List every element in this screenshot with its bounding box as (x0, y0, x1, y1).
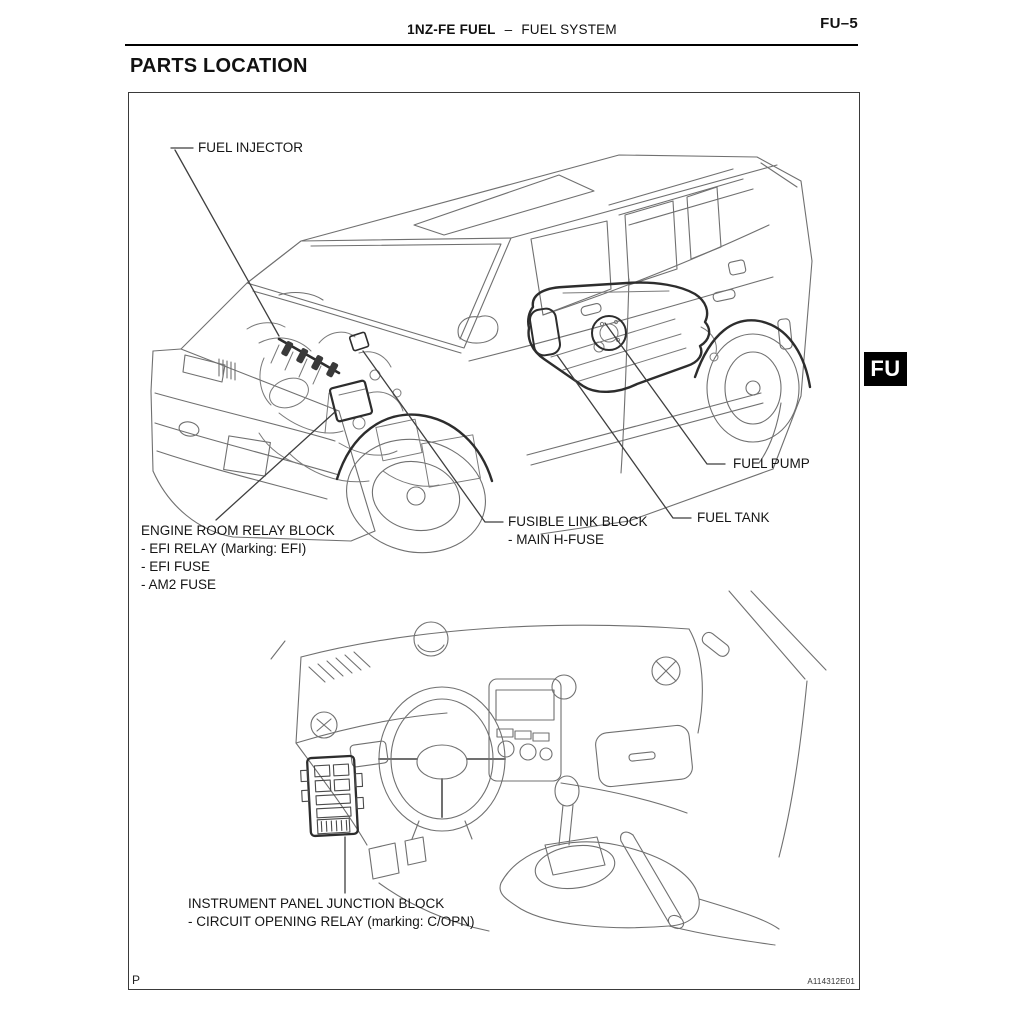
leader-fuel-injector (170, 147, 280, 337)
label-title: INSTRUMENT PANEL JUNCTION BLOCK (188, 896, 445, 911)
label-title: ENGINE ROOM RELAY BLOCK (141, 523, 335, 538)
label-item: - AM2 FUSE (141, 577, 217, 592)
label-fuel-tank: FUEL TANK (697, 510, 770, 525)
header-rule (125, 44, 858, 46)
vehicle-body (150, 154, 813, 554)
highlighted-parts (277, 281, 812, 483)
page-title: PARTS LOCATION (130, 55, 308, 77)
label-fuel-pump: FUEL PUMP (733, 456, 810, 471)
fuel-tank-end-cap (529, 307, 561, 357)
leader-fuel-pump (604, 322, 726, 465)
front-wheel-arch (335, 413, 494, 483)
figure-footer-mark: P (132, 973, 141, 987)
vehicle-diagram (150, 147, 827, 946)
label-item: - CIRCUIT OPENING RELAY (marking: C/OPN) (188, 914, 475, 929)
header-separator: – (504, 22, 513, 37)
label-title: FUSIBLE LINK BLOCK (508, 514, 648, 529)
dashboard (270, 590, 827, 946)
leader-fuel-tank (556, 354, 692, 519)
page-header: 1NZ-FE FUEL–FUEL SYSTEM (0, 22, 1024, 37)
fuel-injectors (281, 341, 339, 378)
engine-detail (246, 290, 719, 488)
label-fuel-injector: FUEL INJECTOR (198, 140, 304, 155)
header-section: FUEL SYSTEM (521, 22, 617, 37)
rear-wheel-arch (693, 319, 812, 389)
label-fusible-link-block: FUSIBLE LINK BLOCK - MAIN H-FUSE (508, 513, 648, 549)
label-instrument-panel-junction-block: INSTRUMENT PANEL JUNCTION BLOCK - CIRCUI… (188, 895, 475, 931)
label-item: - MAIN H-FUSE (508, 532, 604, 547)
label-item: - EFI RELAY (Marking: EFI) (141, 541, 307, 556)
section-tab-fu: FU (864, 352, 907, 386)
fuel-tank-part (527, 281, 711, 393)
leader-lines (170, 147, 726, 894)
fusible-link-block-part (348, 331, 370, 352)
leader-fusible-link-block (362, 350, 504, 523)
instrument-panel-junction-block-part (300, 754, 365, 838)
fuel-pump-part (591, 315, 627, 351)
header-chapter: 1NZ-FE FUEL (407, 22, 496, 37)
label-engine-room-relay-block: ENGINE ROOM RELAY BLOCK - EFI RELAY (Mar… (141, 522, 335, 594)
label-item: - EFI FUSE (141, 559, 211, 574)
figure-code: A114312E01 (807, 977, 855, 986)
engine-room-relay-block-part (328, 379, 374, 423)
leader-engine-room-relay-block (215, 410, 337, 521)
page-number: FU–5 (820, 15, 858, 32)
parts-location-figure: FUEL INJECTOR ENGINE ROOM RELAY BLOCK - … (128, 92, 860, 990)
